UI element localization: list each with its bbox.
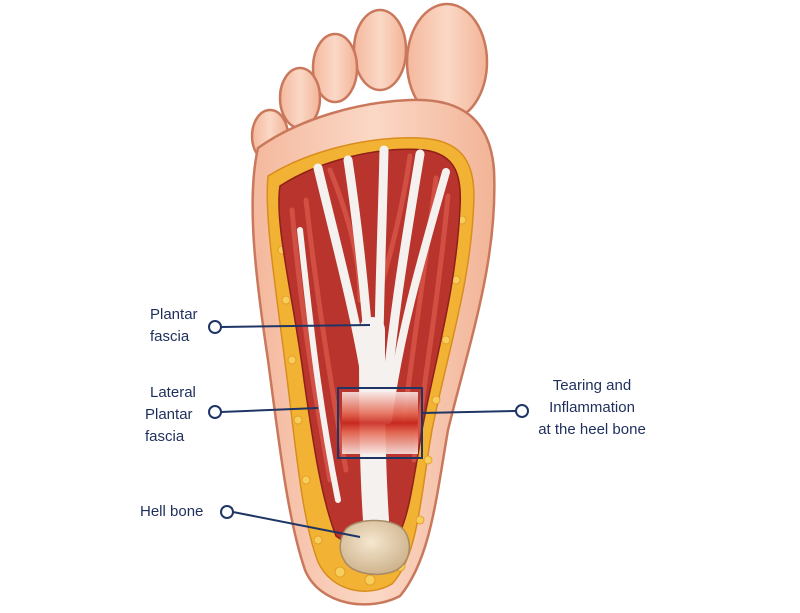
label-tearing-inflammation: Tearing and Inflammation at the heel bon…	[522, 375, 662, 441]
label-hell-bone: Hell bone	[140, 501, 203, 523]
label-lateral-plantar-fascia: Lateral Plantar fascia	[145, 382, 196, 448]
label-plantar-fascia: Plantar fascia	[150, 304, 198, 348]
label-line: fascia	[150, 328, 190, 345]
second-toe	[352, 8, 408, 92]
heel-bone	[339, 519, 411, 576]
label-line: fascia	[145, 428, 185, 445]
label-line: Inflammation	[549, 399, 635, 416]
label-line: Lateral	[150, 384, 196, 401]
label-line: Plantar	[145, 406, 193, 423]
label-line: Hell bone	[140, 503, 204, 520]
third-toe	[311, 32, 359, 104]
label-line: at the heel bone	[538, 421, 646, 438]
label-line: Plantar	[150, 306, 198, 323]
label-line: Tearing and	[552, 377, 632, 394]
hell-bone-marker	[220, 505, 234, 519]
inflammation-zone	[342, 392, 418, 454]
plantar-fascia-marker	[208, 320, 222, 334]
leader-lines	[208, 320, 529, 538]
tearing-marker	[515, 404, 529, 418]
inflammation-highlight-box	[337, 387, 423, 459]
lateral-plantar-fascia-marker	[208, 405, 222, 419]
